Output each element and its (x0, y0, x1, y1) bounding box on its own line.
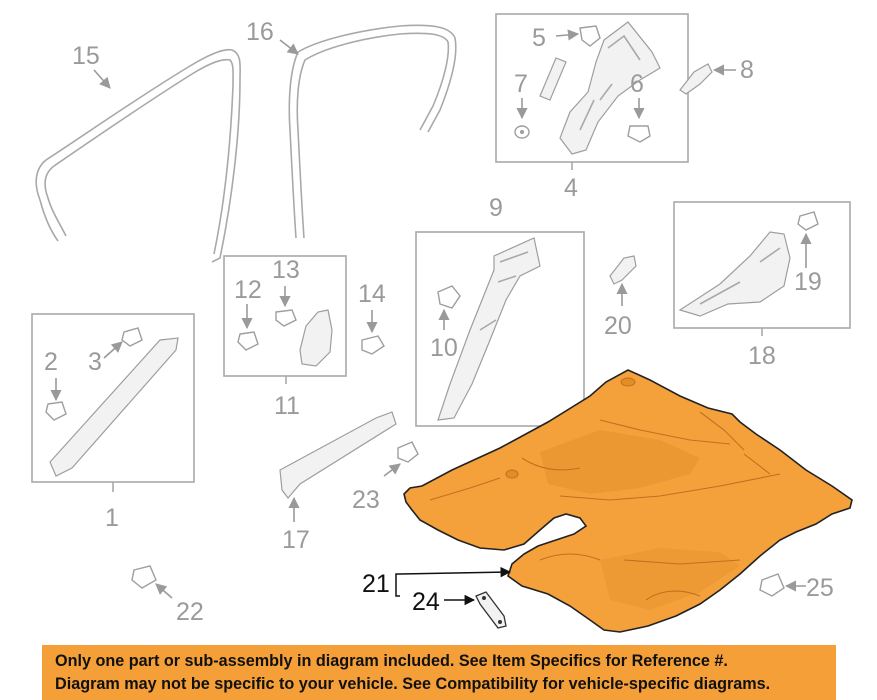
part-22-clip (131, 565, 157, 589)
group-box-11 (223, 255, 347, 377)
part-2-clip (45, 401, 67, 421)
callout-24: 24 (412, 588, 440, 616)
callout-5: 5 (532, 24, 546, 52)
part-7-trim-strip (539, 57, 567, 101)
part-23-clip (397, 441, 419, 463)
part-16-rear-door-weatherstrip (288, 24, 457, 239)
part-14-clip (361, 335, 385, 355)
callout-20: 20 (604, 312, 632, 340)
callout-21: 21 (362, 570, 390, 598)
bracket-21 (395, 573, 400, 597)
callout-12: 12 (234, 276, 262, 304)
part-21-floor-carpet (403, 369, 853, 633)
part-3-clip (121, 327, 143, 347)
part-13-clip (275, 309, 297, 327)
part-25-clip (759, 573, 785, 597)
part-19-clip (797, 211, 819, 231)
callout-2: 2 (44, 348, 58, 376)
part-6-bolt (627, 125, 651, 143)
part-10-clip (437, 285, 461, 309)
disclaimer-banner: Only one part or sub-assembly in diagram… (42, 645, 836, 700)
callout-10: 10 (430, 334, 458, 362)
disclaimer-line-2: Diagram may not be specific to your vehi… (55, 675, 771, 693)
callout-25: 25 (806, 574, 834, 602)
callout-19: 19 (794, 268, 822, 296)
part-20-bracket (609, 255, 637, 285)
callout-4: 4 (564, 174, 578, 202)
group-box-9 (415, 231, 585, 427)
callout-8: 8 (740, 56, 754, 84)
callout-23: 23 (352, 486, 380, 514)
part-11-trim-piece (299, 309, 333, 367)
callout-7: 7 (514, 70, 528, 98)
callout-6: 6 (630, 70, 644, 98)
part-7-grommet (514, 125, 530, 139)
part-4-pillar-trim (559, 21, 661, 155)
part-12-clip (237, 331, 259, 351)
part-8-clip (679, 63, 713, 95)
callout-22: 22 (176, 598, 204, 626)
callout-11: 11 (274, 392, 300, 420)
callout-18: 18 (748, 342, 776, 370)
callout-9: 9 (489, 194, 503, 222)
callout-13: 13 (272, 256, 300, 284)
callout-17: 17 (282, 526, 310, 554)
part-24-retainer (475, 591, 507, 629)
callout-14: 14 (358, 280, 386, 308)
callout-16: 16 (246, 18, 274, 46)
part-17-sill-plate (279, 411, 397, 499)
part-5-clip (579, 25, 601, 47)
callout-1: 1 (105, 504, 119, 532)
part-9-lower-pillar-trim (437, 237, 541, 421)
callout-3: 3 (88, 348, 102, 376)
callout-15: 15 (72, 42, 100, 70)
part-15-front-door-weatherstrip (35, 48, 241, 263)
part-1-a-pillar-trim (49, 337, 179, 477)
disclaimer-line-1: Only one part or sub-assembly in diagram… (55, 652, 728, 670)
part-18-rear-trim (678, 231, 791, 317)
